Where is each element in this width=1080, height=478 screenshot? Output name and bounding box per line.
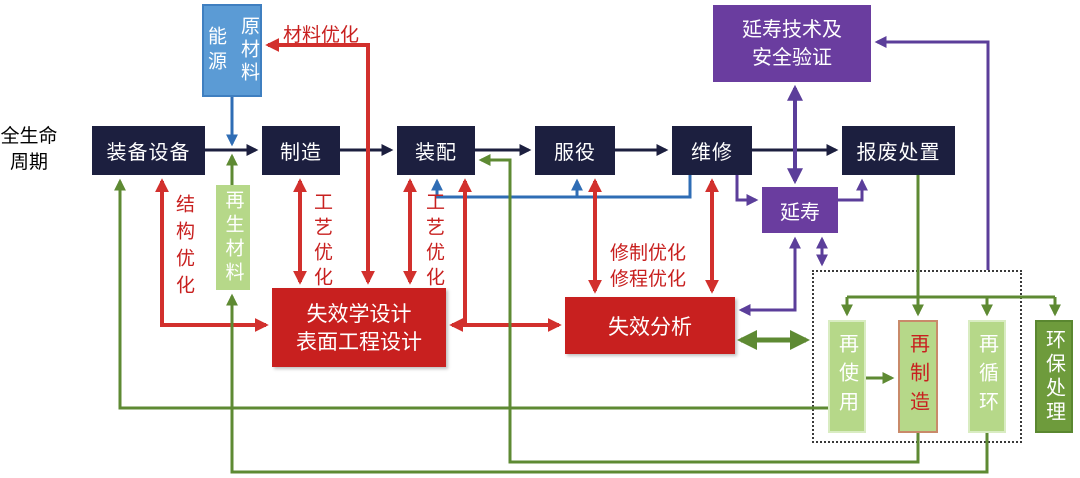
lifecycle-label-line1: 全生命 (0, 126, 58, 147)
stage-maintenance: 维修 (672, 126, 752, 175)
failure-design-line1: 失效学设计 (306, 301, 412, 326)
loop-remanufacture-to-assembly (478, 154, 920, 464)
stage-scrap-label: 报废处置 (856, 142, 941, 164)
recycled-material-box: 再生材料 (216, 185, 250, 290)
arrow-recycle-to-tech (874, 36, 990, 270)
stage-manufacture: 制造 (262, 126, 340, 175)
stage-service-label: 服役 (554, 142, 596, 164)
recycled-material-label: 再生材料 (222, 189, 244, 286)
environmental-treatment-box: 环保处理 (1035, 320, 1073, 433)
lifecycle-label: 全生命 周期 (0, 124, 58, 176)
arrow-maintenance-to-life-extension (735, 175, 759, 206)
recycle-box: 再循环 (968, 320, 1006, 433)
structure-optimization-label: 结构优化 (173, 194, 194, 302)
energy-label: 能源 (205, 25, 226, 76)
stage-scrap: 报废处置 (842, 126, 955, 175)
remanufacture-label: 再制造 (906, 333, 929, 420)
stage-maintenance-label: 维修 (691, 142, 733, 164)
recycle-label: 再循环 (975, 333, 998, 420)
process-optimization-label-1: 工艺优化 (311, 192, 332, 292)
stage-equipment: 装备设备 (92, 126, 205, 175)
life-extension-tech-box: 延寿技术及 安全验证 (713, 5, 871, 82)
failure-design-box: 失效学设计 表面工程设计 (272, 288, 446, 367)
stage-equipment-label: 装备设备 (106, 142, 191, 164)
failure-design-line2: 表面工程设计 (296, 329, 422, 354)
stage-service: 服役 (535, 126, 615, 175)
life-extension-tech-line2: 安全验证 (752, 46, 832, 69)
loop-recycle-to-recycled-material (226, 293, 989, 474)
stage-assembly-label: 装配 (415, 142, 457, 164)
stage-manufacture-label: 制造 (280, 142, 322, 164)
stage-assembly: 装配 (397, 126, 475, 175)
reuse-label: 再使用 (835, 333, 858, 420)
reuse-box: 再使用 (828, 320, 866, 433)
arrow-material-optimization (265, 38, 375, 285)
failure-analysis-box: 失效分析 (565, 297, 735, 354)
environmental-treatment-label: 环保处理 (1042, 328, 1065, 425)
repair-optimization-label: 修制优化 修程优化 (610, 241, 686, 293)
energy-raw-material-box: 能源 原材料 (202, 4, 262, 97)
lifecycle-label-line2: 周期 (9, 152, 48, 173)
raw-material-label: 原材料 (238, 16, 259, 85)
repair-optimization-line1: 修制优化 (610, 243, 687, 264)
life-extension-label: 延寿 (780, 201, 820, 224)
loop-reuse-to-equipment (114, 178, 828, 410)
arrow-life-extension-to-scrap (838, 178, 868, 202)
arrow-assembly-to-failure-analysis (458, 178, 562, 332)
failure-analysis-label: 失效分析 (608, 314, 692, 339)
arrow-life-extension-failure-analysis (738, 236, 801, 316)
material-optimization-label: 材料优化 (283, 25, 360, 46)
remanufacture-box: 再制造 (898, 320, 938, 433)
life-extension-box: 延寿 (762, 187, 838, 233)
process-optimization-label-2: 工艺优化 (423, 192, 444, 292)
arrow-maintenance-to-assembly (431, 175, 692, 199)
life-extension-tech-line1: 延寿技术及 (742, 18, 842, 41)
repair-optimization-line2: 修程优化 (610, 269, 687, 290)
